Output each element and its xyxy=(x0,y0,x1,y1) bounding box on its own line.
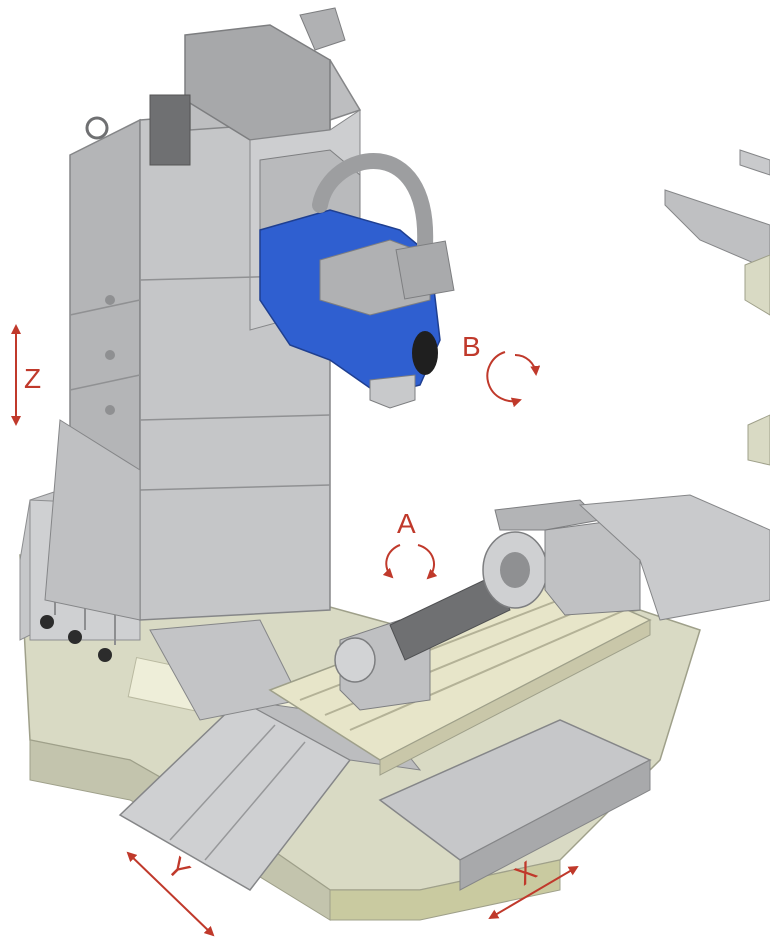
spindle-head xyxy=(259,149,455,409)
b-axis-annotation: B xyxy=(462,331,541,408)
y-axis-covers xyxy=(118,619,422,891)
b-rotation-arrow-start xyxy=(514,353,541,376)
tool-changer-partial xyxy=(664,149,770,466)
rotary-trunnion xyxy=(334,494,770,711)
y-axis-arrow xyxy=(126,851,215,937)
x-axis-cover xyxy=(378,719,652,891)
z-axis-label: Z xyxy=(24,363,41,394)
a-axis-label: A xyxy=(397,508,416,539)
a-rotation-arrow-right xyxy=(417,544,438,580)
y-axis-annotation: Y xyxy=(126,851,215,937)
a-axis-annotation: A xyxy=(382,508,438,580)
z-axis-annotation: Z xyxy=(11,324,41,426)
x-axis-arrow xyxy=(488,865,579,920)
b-rotation-arrow xyxy=(486,351,522,408)
b-axis-label: B xyxy=(462,331,481,362)
a-rotation-arrow xyxy=(382,544,401,579)
machine-illustration xyxy=(19,7,770,921)
